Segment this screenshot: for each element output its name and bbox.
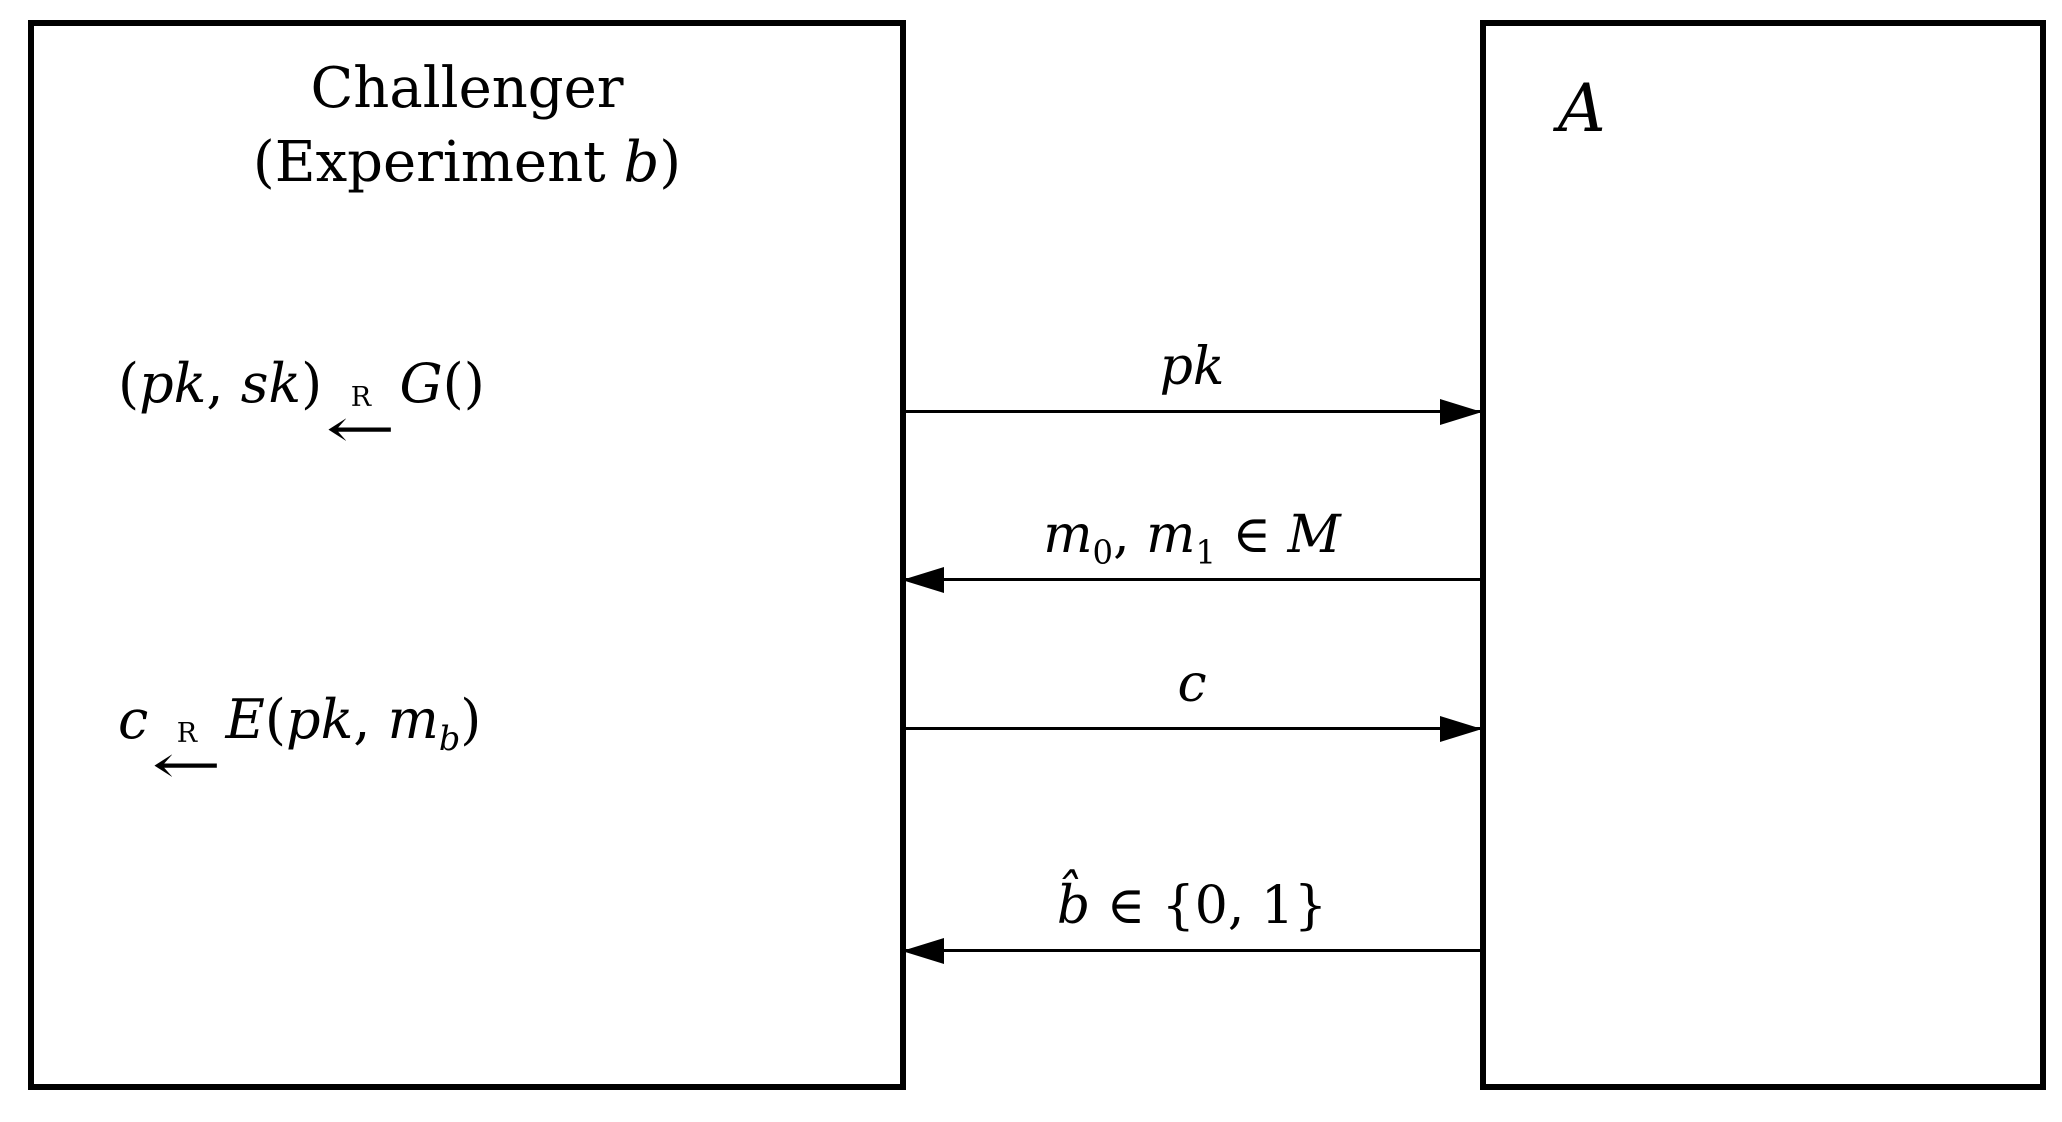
left-arrow-glyph: ← xyxy=(325,397,396,461)
challenger-box xyxy=(28,20,906,1090)
r-superscript: R xyxy=(176,718,198,749)
random-assign-arrow-icon: R ← xyxy=(326,382,396,456)
message-c: c xyxy=(903,649,1481,730)
adversary-label: A xyxy=(1558,70,1606,147)
message-label: pk xyxy=(1159,337,1225,397)
challenger-subtitle: (Experiment b) xyxy=(252,129,682,195)
adversary-box xyxy=(1480,20,2046,1090)
encrypt-lhs: c xyxy=(118,688,149,751)
challenger-title: Challenger xyxy=(310,56,624,121)
message-label: c xyxy=(1177,654,1207,714)
encrypt-rhs: E(pk, mb) xyxy=(225,688,482,758)
arrow-right-icon xyxy=(903,727,1481,730)
message-b-hat: b̂ ∈ {0, 1} xyxy=(903,871,1481,952)
message-m0-m1: m0, m1 ∈ M xyxy=(903,500,1481,581)
arrow-left-icon xyxy=(903,949,1481,952)
r-superscript: R xyxy=(350,382,372,413)
message-label: b̂ ∈ {0, 1} xyxy=(1056,876,1328,936)
keygen-lhs: (pk, sk) xyxy=(118,352,323,415)
keygen-step: (pk, sk) R ← G() xyxy=(118,352,485,456)
message-pk: pk xyxy=(903,332,1481,413)
arrow-left-icon xyxy=(903,578,1481,581)
message-label: m0, m1 ∈ M xyxy=(1043,505,1341,572)
keygen-rhs: G() xyxy=(399,352,485,415)
random-assign-arrow-icon: R ← xyxy=(152,718,222,792)
challenger-title-block: Challenger (Experiment b) xyxy=(34,52,900,200)
left-arrow-glyph: ← xyxy=(151,733,222,797)
arrow-right-icon xyxy=(903,410,1481,413)
encrypt-step: c R ← E(pk, mb) xyxy=(118,688,481,792)
